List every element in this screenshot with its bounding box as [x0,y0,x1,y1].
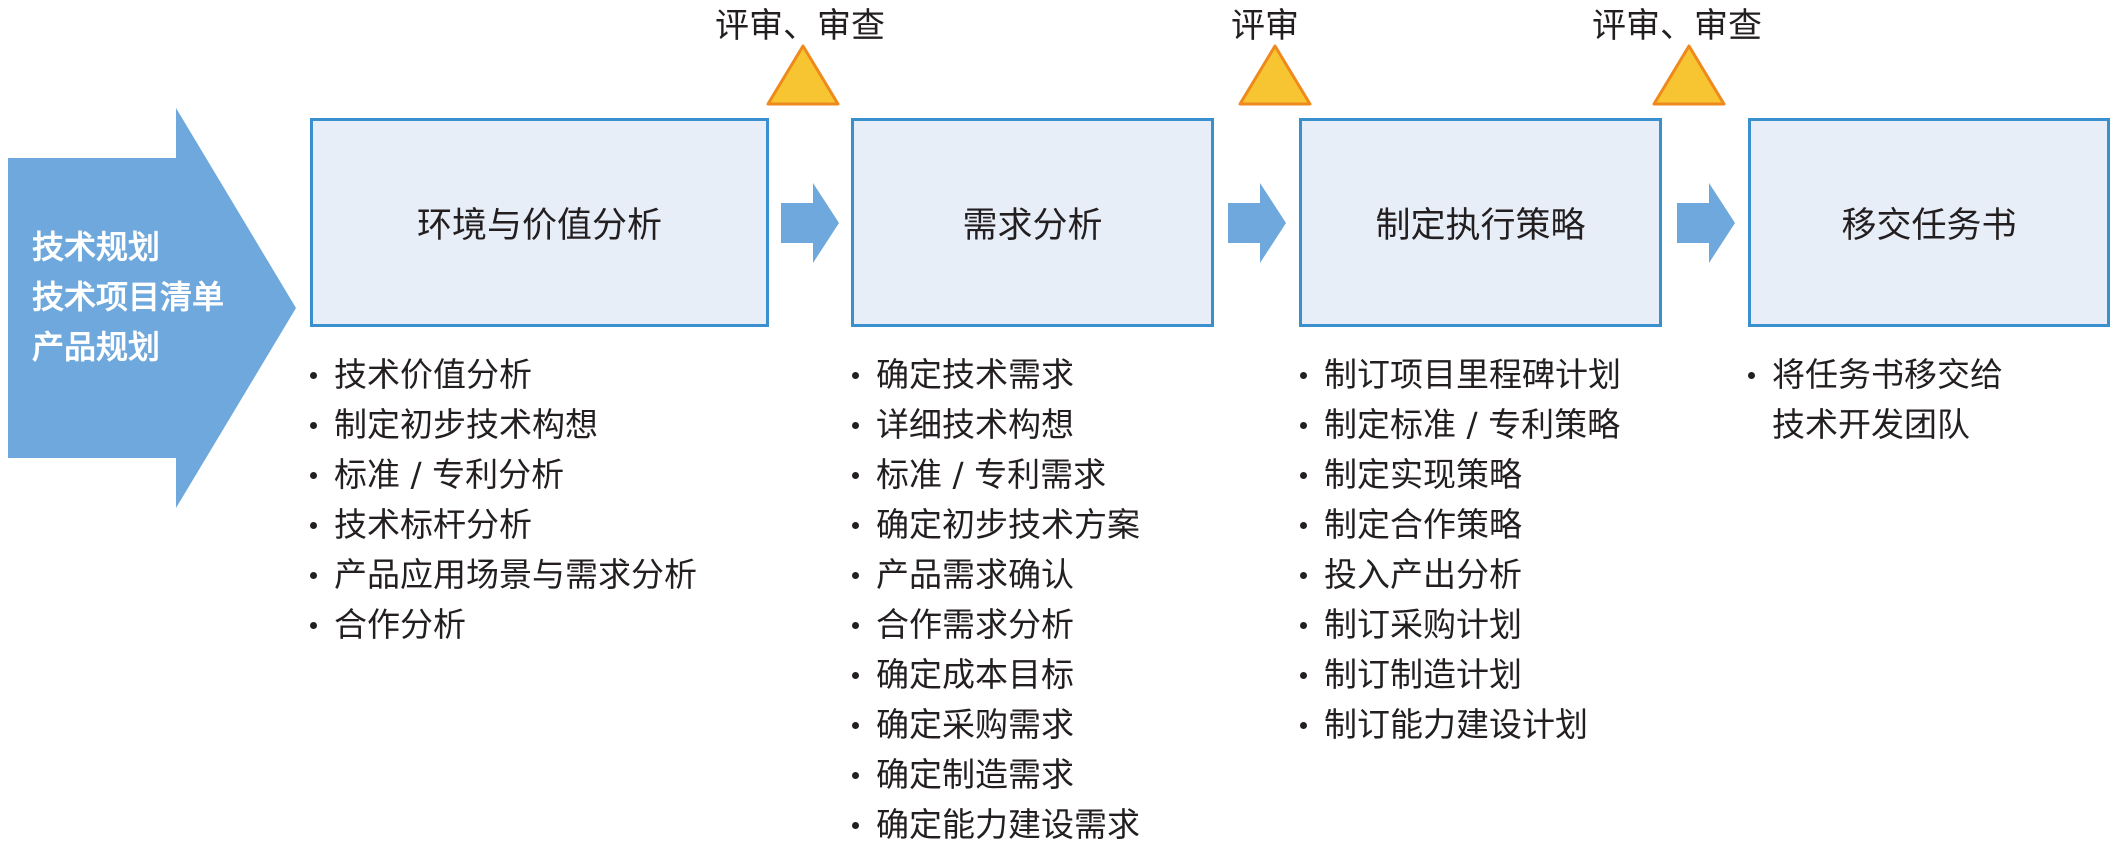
activity-item: 技术标杆分析 [308,500,697,550]
activity-item: 产品需求确认 [850,550,1140,600]
input-arrow-shape [8,108,296,508]
activity-item: 产品应用场景与需求分析 [308,550,697,600]
activity-item: 投入产出分析 [1298,550,1621,600]
input-line: 技术规划 [32,228,161,266]
activity-item: 制定实现策略 [1298,450,1621,500]
activity-item: 确定成本目标 [850,650,1140,700]
activity-item: 合作分析 [308,600,697,650]
activity-item: 标准 / 专利分析 [308,450,697,500]
activity-item: 确定初步技术方案 [850,500,1140,550]
activity-item: 确定制造需求 [850,750,1140,800]
stage-box-requirements: 需求分析 [851,118,1214,327]
stage-box-strategy: 制定执行策略 [1299,118,1662,327]
activity-item: 确定技术需求 [850,350,1140,400]
activity-item: 制订采购计划 [1298,600,1621,650]
input-line: 技术项目清单 [32,278,225,316]
stage-box-environment-value: 环境与价值分析 [310,118,769,327]
activity-item: 合作需求分析 [850,600,1140,650]
connector-arrow-icon [781,183,839,263]
activity-item: 制订制造计划 [1298,650,1621,700]
review-label-2: 评审 [1231,6,1299,46]
input-text: 技术规划 技术项目清单 产品规划 [32,222,224,372]
stage-1-activity-list: 技术价值分析 制定初步技术构想 标准 / 专利分析 技术标杆分析 产品应用场景与… [308,350,697,650]
activity-item: 将任务书移交给 [1746,350,2003,400]
stage-title: 制定执行策略 [1375,206,1586,246]
activity-item: 标准 / 专利需求 [850,450,1140,500]
input-line: 产品规划 [32,328,161,366]
review-triangle-icon [1238,44,1312,106]
stage-box-handover: 移交任务书 [1748,118,2110,327]
stage-title: 移交任务书 [1841,206,2017,246]
activity-item-continuation: 技术开发团队 [1772,405,1970,444]
stage-4-activity-list: 将任务书移交给 技术开发团队 [1746,350,2003,450]
review-label-3: 评审、审查 [1592,6,1762,46]
stage-3-activity-list: 制订项目里程碑计划 制定标准 / 专利策略 制定实现策略 制定合作策略 投入产出… [1298,350,1621,750]
connector-arrow-icon [1228,183,1286,263]
review-label-1: 评审、审查 [715,6,885,46]
activity-item: 详细技术构想 [850,400,1140,450]
activity-item: 确定能力建设需求 [850,800,1140,850]
connector-arrow-icon [1677,183,1735,263]
review-triangle-icon [1652,44,1726,106]
activity-item: 技术价值分析 [308,350,697,400]
activity-item: 确定采购需求 [850,700,1140,750]
stage-2-activity-list: 确定技术需求 详细技术构想 标准 / 专利需求 确定初步技术方案 产品需求确认 … [850,350,1140,850]
activity-item: 制定合作策略 [1298,500,1621,550]
stage-title: 需求分析 [962,206,1103,246]
activity-item: 制定标准 / 专利策略 [1298,400,1621,450]
activity-item: 制定初步技术构想 [308,400,697,450]
stage-title: 环境与价值分析 [416,206,662,246]
activity-item: 制订能力建设计划 [1298,700,1621,750]
review-triangle-icon [766,44,840,106]
activity-item: 制订项目里程碑计划 [1298,350,1621,400]
